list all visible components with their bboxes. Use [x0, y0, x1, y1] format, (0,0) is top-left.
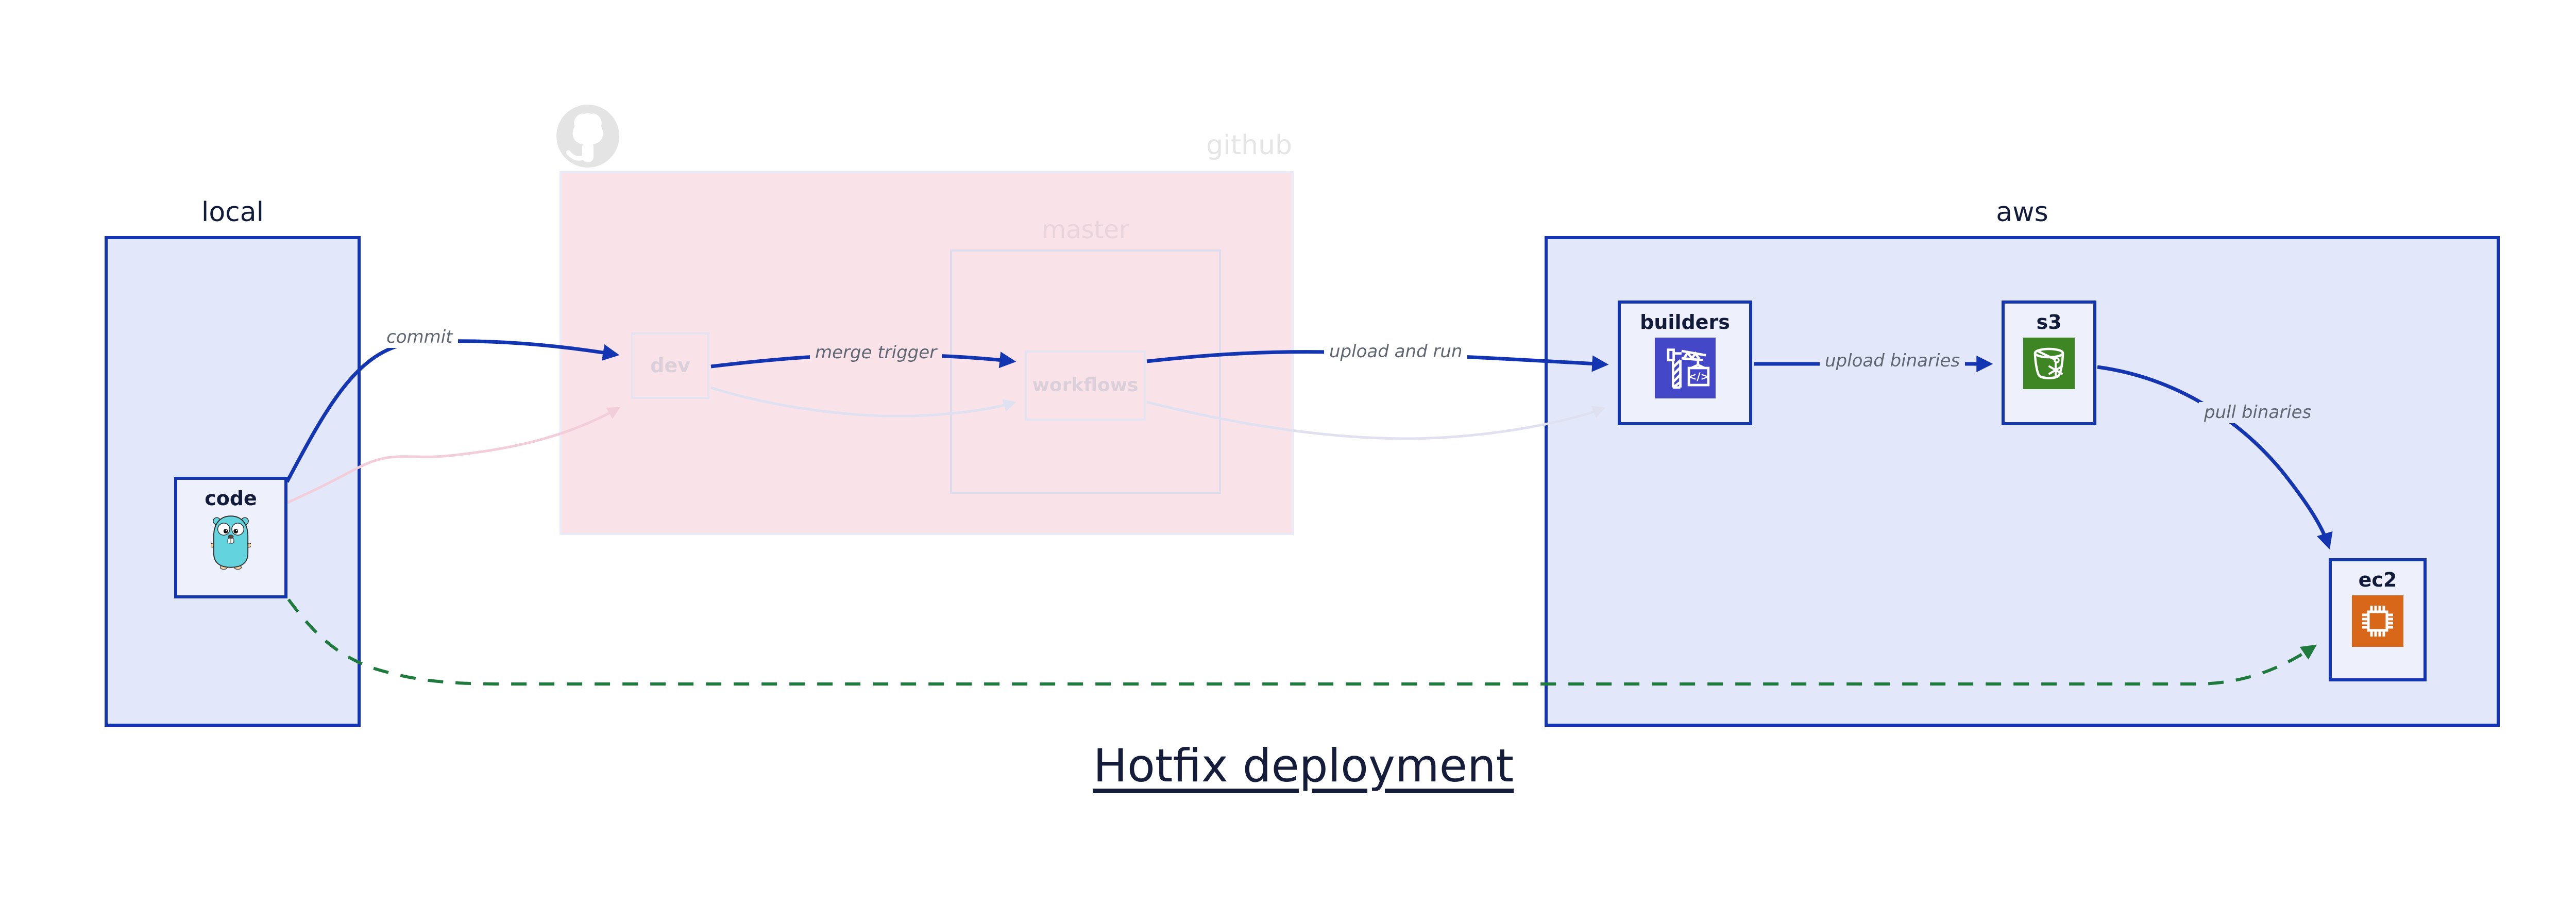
diagram-title: Hotfix deployment: [1093, 739, 1514, 792]
upload-binaries-edge-label: upload binaries: [1820, 350, 1965, 372]
go-gopher-icon: [211, 515, 251, 570]
pull-binaries-edge-label: pull binaries: [2199, 402, 2317, 424]
upload-and-run-edge-label: upload and run: [1324, 341, 1468, 363]
builders-node-label: builders: [1640, 311, 1730, 333]
aws-region-label: aws: [1996, 197, 2048, 228]
s3-glacier-bucket-icon: [2023, 337, 2075, 389]
ec2-chip-icon: [2352, 595, 2403, 647]
code-node-label: code: [205, 487, 257, 510]
workflows-node: workflows: [1025, 350, 1146, 421]
codebuild-crane-icon: </>: [1654, 337, 1716, 398]
ec2-node: ec2: [2329, 558, 2427, 681]
ec2-node-label: ec2: [2358, 569, 2397, 591]
github-region-label: github: [1206, 130, 1292, 161]
commit-edge-label: commit: [381, 327, 458, 348]
github-octocat-icon: [556, 105, 619, 168]
builders-node: builders </>: [1618, 300, 1752, 425]
s3-node-label: s3: [2036, 311, 2062, 333]
merge-trigger-edge-label: merge trigger: [810, 342, 942, 364]
dev-node: dev: [631, 332, 709, 399]
master-region-label: master: [1042, 215, 1129, 244]
master-region: [950, 249, 1221, 494]
dev-node-label: dev: [650, 354, 690, 377]
svg-text:</>: </>: [1688, 370, 1709, 382]
workflows-node-label: workflows: [1032, 375, 1139, 396]
code-node: code: [174, 477, 287, 598]
local-region-label: local: [201, 197, 264, 228]
s3-node: s3: [2002, 300, 2096, 425]
